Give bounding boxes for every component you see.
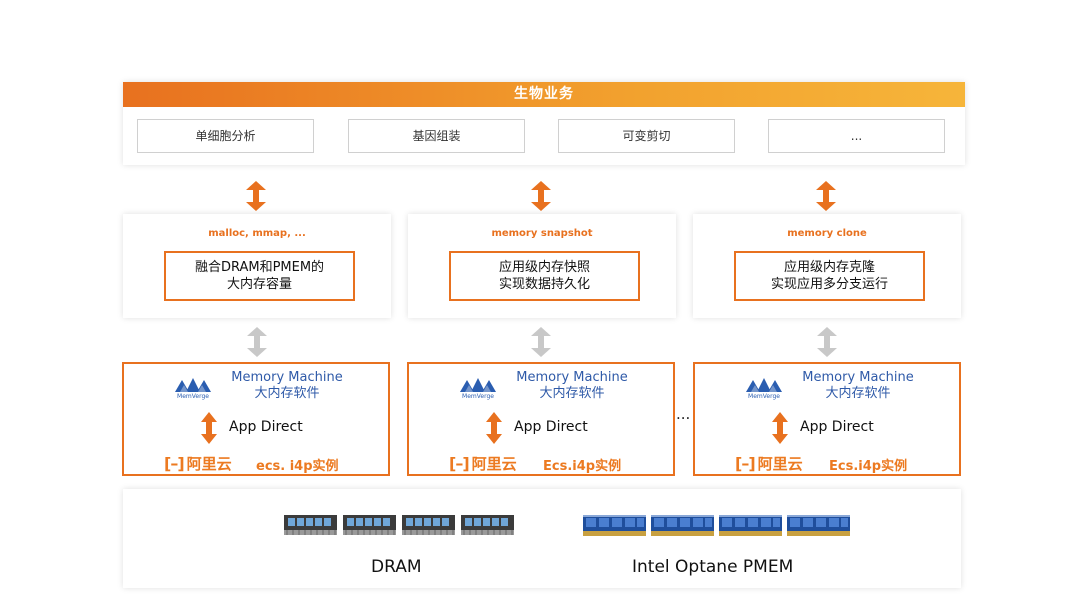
- pmem-module-icon: [719, 513, 782, 537]
- pmem-module-icon: [787, 513, 850, 537]
- business-item-splicing: 可变剪切: [558, 119, 735, 153]
- pmem-module-icon: [583, 513, 646, 537]
- business-item-single-cell: 单细胞分析: [137, 119, 314, 153]
- business-item-genome-assembly: 基因组装: [348, 119, 525, 153]
- hardware-panel: DRAM Intel Optane PMEM: [123, 489, 961, 588]
- aliyun-logo-text: 阿里云: [186, 454, 232, 473]
- gray-double-arrow-icon: [817, 325, 837, 359]
- api-feature-line: 融合DRAM和PMEM的: [194, 260, 325, 275]
- api-feature-box: 应用级内存克隆 实现应用多分支运行: [734, 251, 925, 301]
- orange-double-arrow-icon: [246, 181, 266, 211]
- dram-module-icon: [461, 512, 514, 536]
- ecs-instance-label: Ecs.i4p实例: [829, 459, 908, 474]
- orange-double-arrow-icon: [486, 412, 502, 444]
- memory-machine-title: Memory Machine 大内存软件: [793, 370, 923, 402]
- aliyun-logo-mark: [–]: [449, 453, 470, 473]
- memory-machine-panel: MemVerge Memory Machine 大内存软件 App Direct…: [693, 362, 961, 476]
- api-panel-clone: memory clone 应用级内存克隆 实现应用多分支运行: [693, 214, 961, 318]
- orange-double-arrow-icon: [816, 181, 836, 211]
- memverge-logo-text: MemVerge: [462, 393, 494, 400]
- memory-machine-name: Memory Machine: [231, 370, 343, 385]
- api-feature-line: 实现应用多分支运行: [770, 277, 888, 292]
- dram-module-icon: [343, 512, 396, 536]
- api-panel-malloc: malloc, mmap, ... 融合DRAM和PMEM的 大内存容量: [123, 214, 391, 318]
- business-panel: 生物业务 单细胞分析 基因组装 可变剪切 ...: [123, 82, 965, 165]
- pmem-label: Intel Optane PMEM: [632, 557, 794, 577]
- api-feature-line: 应用级内存克隆: [783, 260, 875, 275]
- business-item-more: ...: [768, 119, 945, 153]
- api-feature-box: 融合DRAM和PMEM的 大内存容量: [164, 251, 355, 301]
- gray-double-arrow-icon: [531, 325, 551, 359]
- memory-machine-subtitle: 大内存软件: [825, 386, 891, 401]
- business-header: 生物业务: [123, 82, 965, 107]
- aliyun-logo-mark: [–]: [735, 453, 756, 473]
- api-title: memory snapshot: [491, 228, 593, 239]
- memory-machine-panel: MemVerge Memory Machine 大内存软件 App Direct…: [407, 362, 675, 476]
- orange-double-arrow-icon: [772, 412, 788, 444]
- aliyun-logo-text: 阿里云: [471, 454, 517, 473]
- aliyun-logo-text: 阿里云: [757, 454, 803, 473]
- app-direct-label: App Direct: [800, 419, 874, 435]
- api-title: malloc, mmap, ...: [208, 228, 306, 239]
- memory-machine-subtitle: 大内存软件: [539, 386, 605, 401]
- dram-label: DRAM: [371, 557, 422, 577]
- app-direct-label: App Direct: [229, 419, 303, 435]
- dram-module-icon: [402, 512, 455, 536]
- orange-double-arrow-icon: [201, 412, 217, 444]
- api-panel-snapshot: memory snapshot 应用级内存快照 实现数据持久化: [408, 214, 676, 318]
- memory-machine-panel: MemVerge Memory Machine 大内存软件 App Direct…: [122, 362, 390, 476]
- api-title: memory clone: [787, 228, 867, 239]
- machines-ellipsis: ...: [676, 405, 691, 423]
- memory-machine-name: Memory Machine: [802, 370, 914, 385]
- memory-machine-title: Memory Machine 大内存软件: [222, 370, 352, 402]
- api-feature-line: 大内存容量: [226, 277, 292, 292]
- memory-machine-title: Memory Machine 大内存软件: [507, 370, 637, 402]
- memory-machine-subtitle: 大内存软件: [254, 386, 320, 401]
- aliyun-logo: [–] 阿里云: [449, 453, 517, 473]
- api-feature-box: 应用级内存快照 实现数据持久化: [449, 251, 640, 301]
- ecs-instance-label: Ecs.i4p实例: [543, 459, 622, 474]
- ecs-instance-label: ecs. i4p实例: [256, 459, 339, 474]
- aliyun-logo: [–] 阿里云: [735, 453, 803, 473]
- aliyun-logo-mark: [–]: [164, 453, 185, 473]
- aliyun-logo: [–] 阿里云: [164, 453, 232, 473]
- pmem-module-icon: [651, 513, 714, 537]
- orange-double-arrow-icon: [531, 181, 551, 211]
- dram-module-icon: [284, 512, 337, 536]
- memverge-logo-text: MemVerge: [177, 393, 209, 400]
- gray-double-arrow-icon: [247, 325, 267, 359]
- api-feature-line: 实现数据持久化: [498, 277, 590, 292]
- memory-machine-name: Memory Machine: [516, 370, 628, 385]
- app-direct-label: App Direct: [514, 419, 588, 435]
- api-feature-line: 应用级内存快照: [498, 260, 590, 275]
- memverge-logo-text: MemVerge: [748, 393, 780, 400]
